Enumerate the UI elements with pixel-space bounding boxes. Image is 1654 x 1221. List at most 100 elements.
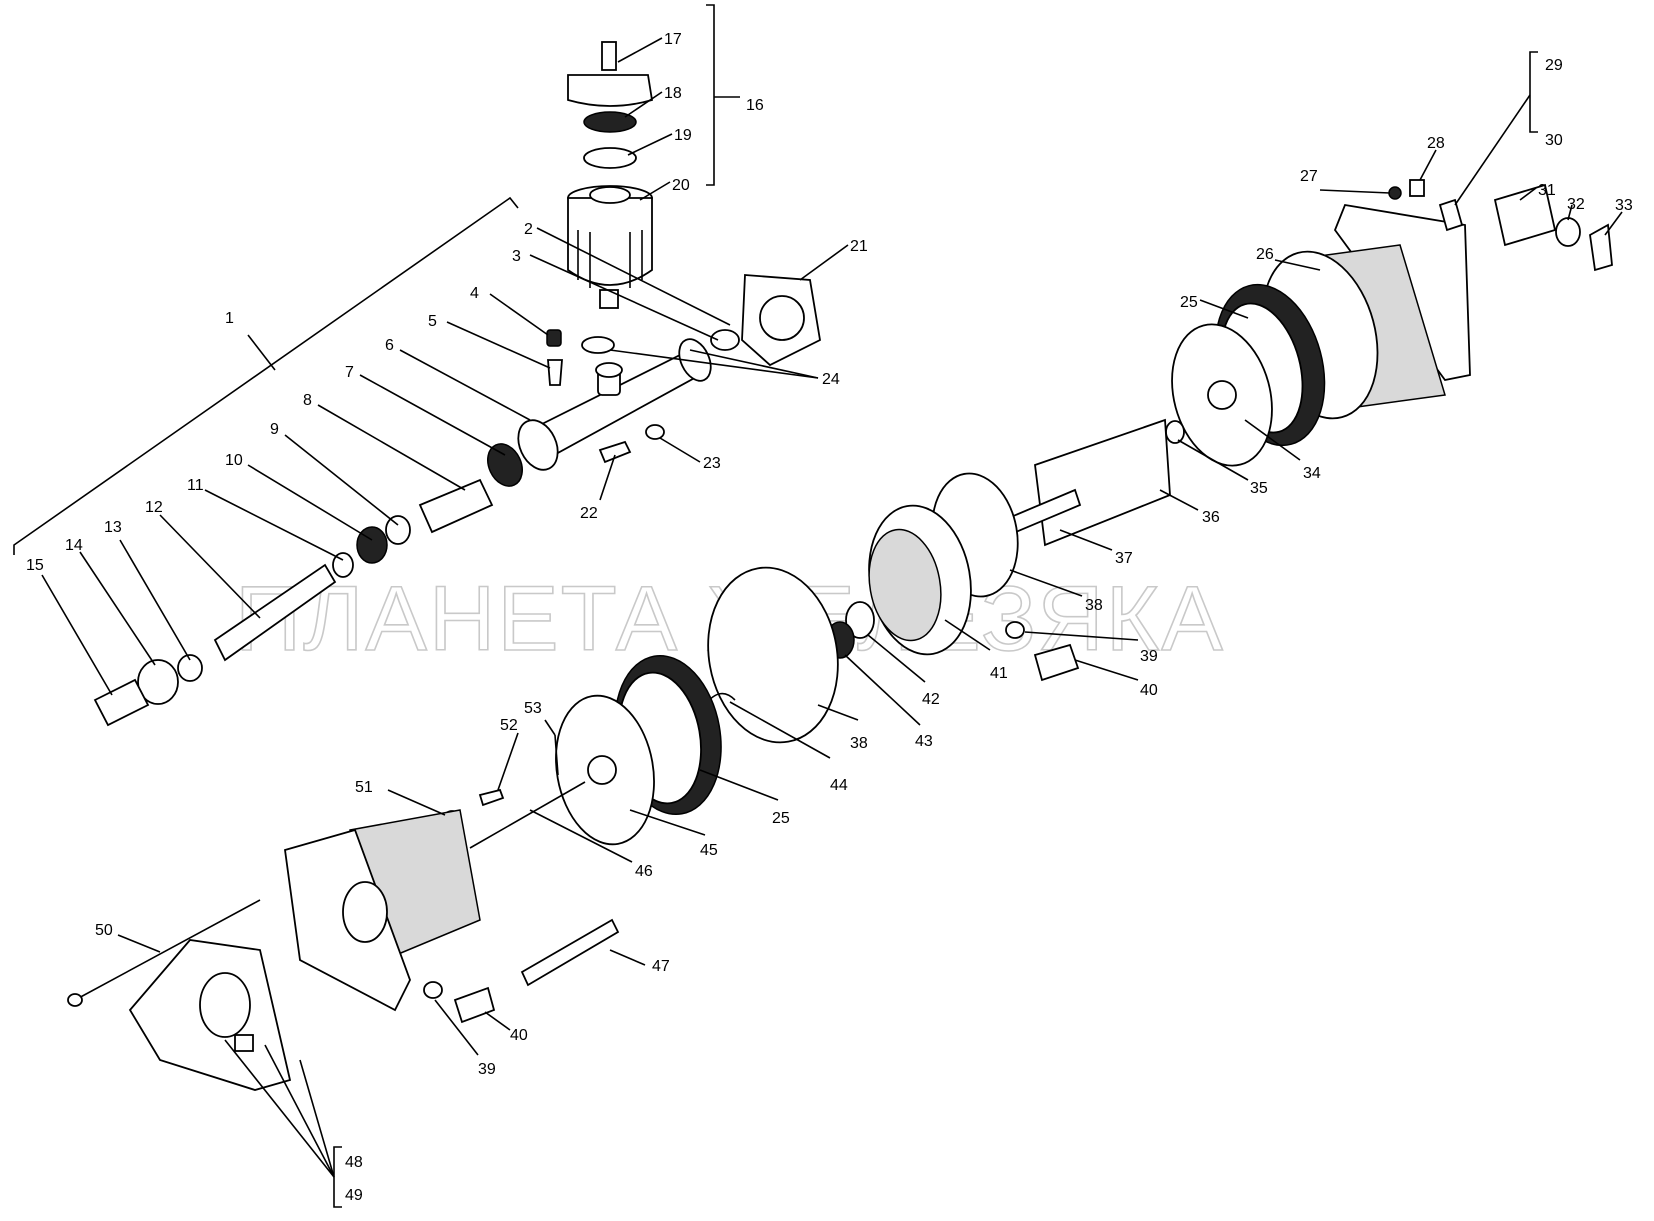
callout-47: 47: [652, 958, 670, 975]
leader-41: [944, 619, 991, 651]
leader-44: [729, 701, 831, 759]
o-ring: [710, 329, 740, 351]
leader-39b: [434, 999, 479, 1056]
copper-washer: [645, 424, 665, 440]
callout-38: 38: [1085, 597, 1103, 614]
leader-23: [659, 437, 701, 463]
seal-ring: [583, 147, 637, 169]
callout-39-lower: 39: [478, 1061, 496, 1078]
callout-25: 25: [1180, 294, 1198, 311]
callout-9: 9: [270, 421, 279, 438]
leader-11: [204, 489, 344, 561]
leader-8: [317, 404, 466, 491]
spacer-ring: [385, 515, 411, 545]
leader-13: [119, 539, 191, 661]
callout-38-lower: 38: [850, 735, 868, 752]
piston: [418, 478, 494, 534]
cup-42: [845, 601, 875, 639]
callout-32: 32: [1567, 196, 1585, 213]
callout-23: 23: [703, 455, 721, 472]
stud-47: [520, 918, 620, 987]
leader-12: [159, 514, 261, 619]
callout-14: 14: [65, 537, 83, 554]
long-bolt-50: [74, 899, 261, 1001]
leader-6: [399, 349, 531, 421]
reservoir-body: [567, 197, 653, 286]
callout-41: 41: [990, 665, 1008, 682]
bleeder-valve: [547, 359, 563, 386]
callout-49: 49: [345, 1187, 363, 1204]
leader-25: [1199, 299, 1249, 319]
callout-7: 7: [345, 364, 354, 381]
callout-3: 3: [512, 248, 521, 265]
cylinder-port-top: [595, 362, 623, 378]
leader-lines: [13, 4, 1623, 1208]
leader-48-c: [299, 1059, 335, 1178]
callout-18: 18: [664, 85, 682, 102]
leader-2: [536, 227, 731, 326]
callout-1: 1: [225, 310, 234, 327]
leader-24-b: [609, 349, 819, 379]
leader-26: [1274, 259, 1321, 271]
leader-51: [387, 789, 446, 816]
bleed-screw: [598, 440, 632, 464]
callout-12: 12: [145, 499, 163, 516]
callout-19: 19: [674, 127, 692, 144]
callout-17: 17: [664, 31, 682, 48]
leader-22: [599, 454, 616, 501]
callout-2: 2: [524, 221, 533, 238]
split-pin-53: [554, 734, 559, 776]
callout-52: 52: [500, 717, 518, 734]
callout-11: 11: [187, 477, 204, 494]
callout-35: 35: [1250, 480, 1268, 497]
master-cylinder-group: [93, 41, 821, 727]
reservoir-neck: [589, 186, 631, 204]
front-section-group: [67, 566, 839, 1091]
leader-43: [844, 654, 921, 726]
fitting-32: [1555, 217, 1581, 247]
leader-28: [1419, 149, 1437, 181]
leader-17: [617, 37, 663, 63]
group-48-bracket: [333, 1146, 342, 1208]
rod-46: [469, 781, 586, 849]
callout-34: 34: [1303, 465, 1321, 482]
cup-seal: [487, 443, 523, 487]
leader-53: [544, 719, 556, 736]
bracket-bolt: [234, 1034, 254, 1052]
callout-50: 50: [95, 922, 113, 939]
plate-45-hub: [587, 755, 617, 785]
piston-41-face: [868, 528, 942, 642]
callout-4: 4: [470, 285, 479, 302]
leader-31: [1519, 187, 1537, 201]
bolt-33: [1589, 223, 1613, 272]
callout-48: 48: [345, 1154, 363, 1171]
sealing-washer: [137, 659, 179, 705]
filler-cap: [567, 74, 654, 107]
leader-5: [446, 321, 551, 369]
callout-40-lower: 40: [510, 1027, 528, 1044]
callout-44: 44: [830, 777, 848, 794]
callout-43: 43: [915, 733, 933, 750]
washer: [581, 336, 615, 354]
booster-group: [825, 179, 1613, 682]
callout-45: 45: [700, 842, 718, 859]
large-o-ring: [707, 566, 839, 744]
callout-36: 36: [1202, 509, 1220, 526]
fitting-union: [93, 678, 150, 727]
callout-22: 22: [580, 505, 598, 522]
long-bolt-head: [67, 993, 83, 1007]
callout-42: 42: [922, 691, 940, 708]
gasket-hole: [759, 295, 805, 341]
callout-33: 33: [1615, 197, 1633, 214]
callout-15: 15: [26, 557, 44, 574]
leader-48-a: [224, 1039, 335, 1178]
o-ring-35: [1165, 420, 1185, 444]
callout-46: 46: [635, 863, 653, 880]
leader-3: [529, 254, 719, 341]
leader-7: [359, 374, 506, 456]
callout-31: 31: [1538, 182, 1556, 199]
leader-25b: [699, 769, 779, 801]
callout-40: 40: [1140, 682, 1158, 699]
